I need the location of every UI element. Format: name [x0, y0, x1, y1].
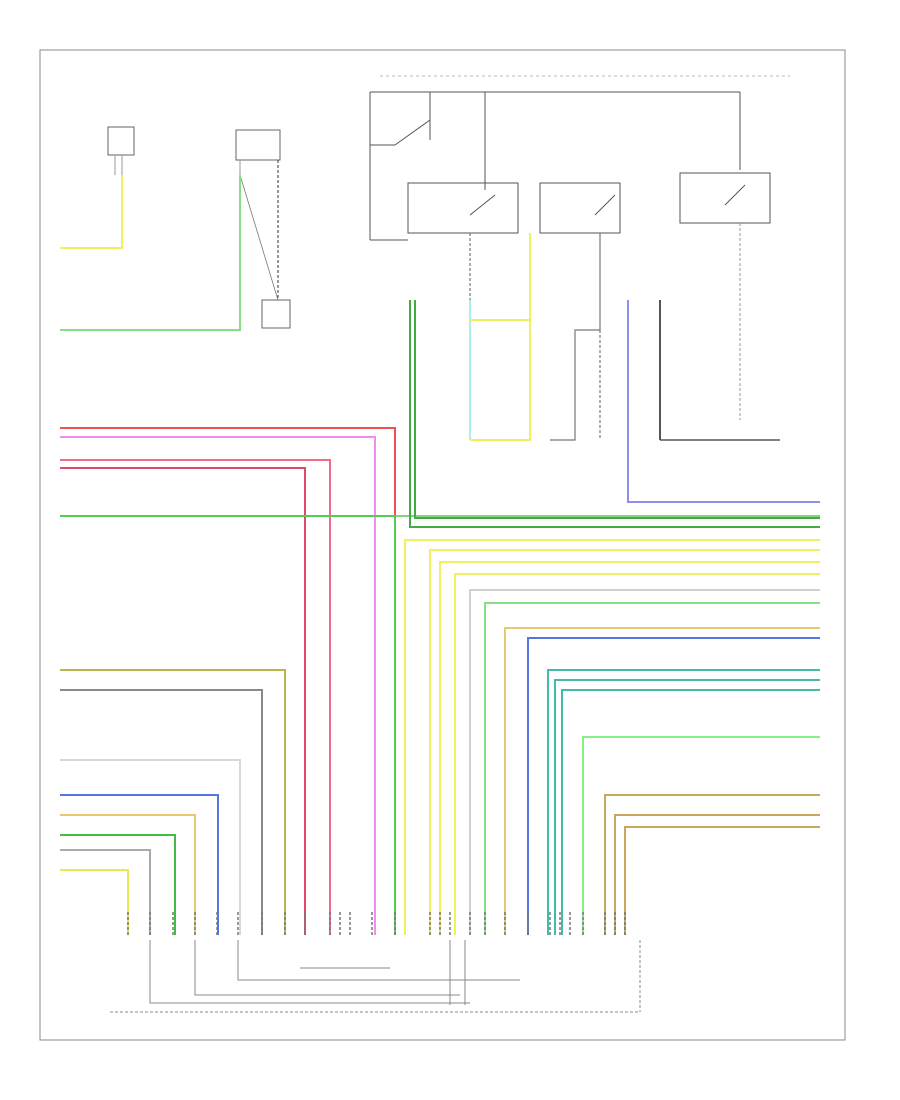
- wire-right-5: [429, 549, 820, 935]
- wire-left-2: [60, 436, 376, 935]
- wire-right-3: [409, 300, 820, 528]
- wire-left-9: [60, 794, 219, 935]
- wire-right-2: [414, 300, 820, 519]
- wire-left-3: [60, 459, 331, 935]
- wire-left-4: [60, 467, 306, 935]
- wire-right-12: [547, 669, 820, 935]
- wire-left-7: [60, 689, 263, 935]
- wire-right-6: [439, 561, 820, 935]
- component-left-sensor: [107, 126, 135, 175]
- wire-right-13: [554, 679, 820, 935]
- diagram-frame: [39, 49, 846, 1041]
- wire-right-17: [614, 814, 820, 935]
- right-wire-group: [404, 300, 820, 935]
- wire-left-11: [60, 834, 176, 935]
- wire-yellow-top-left: [60, 175, 123, 249]
- bottom-connector-pins: [127, 912, 626, 935]
- wire-left-5: [60, 515, 396, 935]
- component-module-top: [235, 129, 281, 301]
- wire-left-10: [60, 814, 196, 935]
- ground-bus: [110, 940, 641, 1013]
- wire-left-6: [60, 669, 286, 935]
- wire-right-9: [484, 602, 820, 935]
- wire-green-top-left: [60, 175, 241, 331]
- wire-right-8: [469, 589, 820, 935]
- wire-left-1: [60, 427, 396, 935]
- wire-left-8: [60, 759, 241, 935]
- wire-right-1: [627, 300, 820, 503]
- component-ground-sensor: [261, 299, 291, 329]
- relay-outputs: [469, 223, 780, 441]
- wire-right-10: [504, 627, 820, 935]
- wire-right-15: [582, 736, 820, 935]
- wire-right-11: [527, 637, 820, 935]
- wire-right-18: [624, 826, 820, 935]
- left-wire-group: [60, 427, 820, 935]
- wire-right-4: [404, 539, 820, 935]
- wire-left-12: [60, 849, 151, 935]
- wire-right-16: [604, 794, 820, 935]
- wire-right-7: [454, 573, 820, 935]
- wire-left-13: [60, 869, 129, 935]
- relay-block: [369, 91, 771, 241]
- wire-right-14: [561, 689, 820, 935]
